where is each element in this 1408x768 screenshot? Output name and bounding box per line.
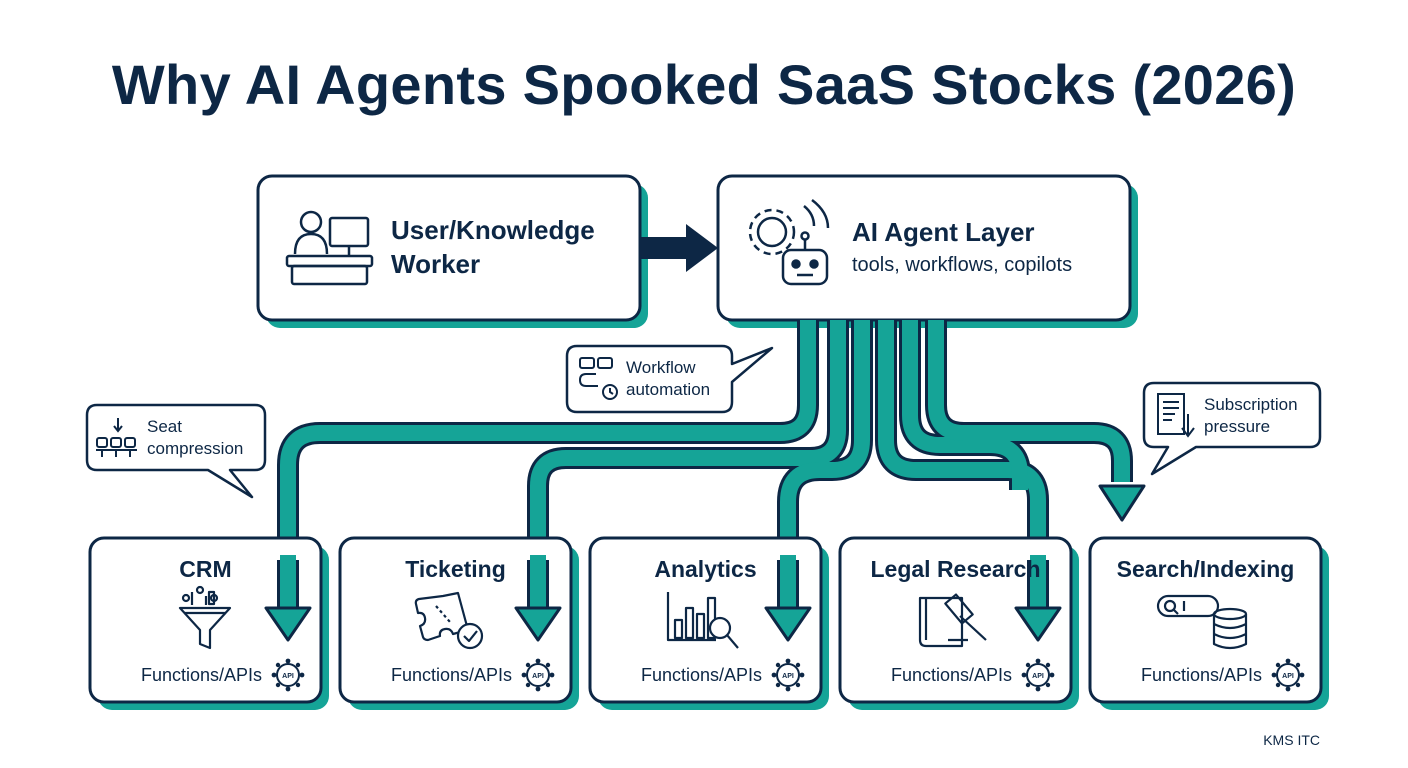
connector-paths xyxy=(277,320,1133,600)
receipt-down-icon xyxy=(1157,393,1195,438)
callout-workflow-line2: automation xyxy=(626,380,711,399)
funnel-icon xyxy=(178,585,232,650)
callout-seat-shape xyxy=(85,403,267,499)
service-title-legal-research: Legal Research xyxy=(870,556,1041,582)
service-api-ticketing: Functions/APIs xyxy=(391,665,513,685)
callout-subscription-line2: pressure xyxy=(1204,417,1271,436)
api-badge-label: API xyxy=(1032,673,1044,680)
service-api-analytics: Functions/APIs xyxy=(641,665,763,685)
user-to-agent-arrow xyxy=(641,224,718,272)
callout-seat-line1: Seat xyxy=(147,417,182,436)
service-api-search-indexing: Functions/APIs xyxy=(1141,665,1263,685)
service-title-analytics: Analytics xyxy=(654,556,757,582)
service-box-crm xyxy=(88,536,323,704)
agent-box-title: AI Agent Layer xyxy=(852,217,1035,247)
chart-magnifier-icon xyxy=(666,592,739,649)
service-box-search xyxy=(1088,536,1323,704)
callout-subscription-shape xyxy=(1142,381,1322,476)
service-title-search-indexing: Search/Indexing xyxy=(1116,556,1295,582)
robot-gear-icon xyxy=(748,199,830,286)
api-badge-label: API xyxy=(282,673,294,680)
service-title-ticketing: Ticketing xyxy=(405,556,506,582)
connector-arrowheads xyxy=(264,484,1146,642)
api-badge-label: API xyxy=(1282,673,1294,680)
gavel-book-icon xyxy=(918,593,987,648)
workflow-icon xyxy=(578,357,618,400)
seats-icon xyxy=(96,418,137,457)
ticket-check-icon xyxy=(414,591,484,650)
service-api-crm: Functions/APIs xyxy=(141,665,263,685)
callout-seat-line2: compression xyxy=(147,439,244,458)
service-box-analytics xyxy=(588,536,823,704)
callout-workflow-line1: Workflow xyxy=(626,358,696,377)
api-badge-label: API xyxy=(532,673,544,680)
callout-subscription-line1: Subscription xyxy=(1204,395,1298,414)
service-box-legal xyxy=(838,536,1073,704)
api-badge-label: API xyxy=(782,673,794,680)
agent-box-subtitle: tools, workflows, copilots xyxy=(852,254,1073,276)
callout-workflow-shape xyxy=(565,344,774,414)
service-title-crm: CRM xyxy=(179,556,232,582)
user-box-title-line1: User/Knowledge xyxy=(391,215,595,245)
desk-worker-icon xyxy=(285,210,374,286)
service-box-ticketing xyxy=(338,536,573,704)
brand-label: KMS ITC xyxy=(1263,732,1320,748)
service-api-legal-research: Functions/APIs xyxy=(891,665,1013,685)
search-database-icon xyxy=(1156,594,1248,650)
page-title: Why AI Agents Spooked SaaS Stocks (2026) xyxy=(111,53,1297,116)
user-box-title-line2: Worker xyxy=(391,249,481,279)
